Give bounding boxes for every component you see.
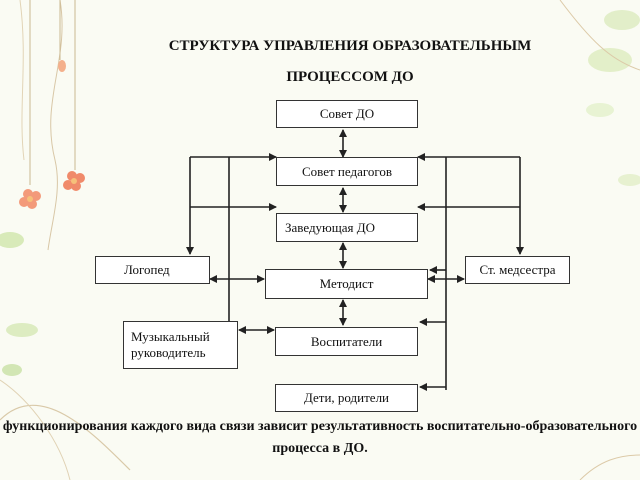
node-speech-therapist: Логопед [95,256,210,284]
node-head: Заведующая ДО [276,213,418,242]
node-methodist: Методист [265,269,428,299]
node-educators: Воспитатели [275,327,418,356]
node-teachers-council: Совет педагогов [276,157,418,186]
footer-caption: функционирования каждого вида связи зави… [0,416,640,460]
flower-icon [63,171,85,191]
footer-caption-line-2: процесса в ДО. [272,441,368,456]
node-music-director-line-2: руководитель [131,345,206,360]
flower-icon [19,189,41,209]
diagram-title-line-1: СТРУКТУРА УПРАВЛЕНИЯ ОБРАЗОВАТЕЛЬНЫМ [168,38,532,54]
node-council: Совет ДО [276,100,418,128]
node-nurse: Ст. медсестра [465,256,570,284]
node-music-director-line-1: Музыкальный [131,329,210,344]
node-children-parents: Дети, родители [275,384,418,412]
footer-caption-line-1: функционирования каждого вида связи зави… [2,419,638,434]
diagram-title-line-2: ПРОЦЕССОМ ДО [286,69,414,85]
node-music-director: Музыкальный руководитель [123,321,238,369]
